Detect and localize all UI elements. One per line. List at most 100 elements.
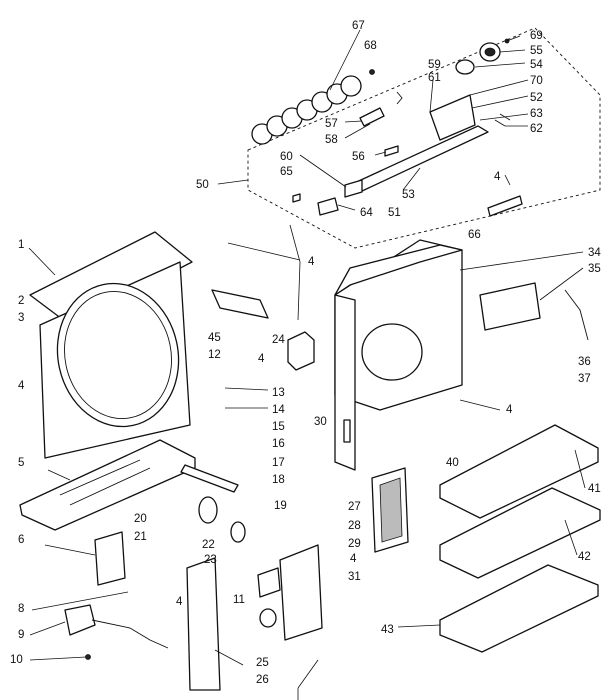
callout-42: 42 xyxy=(578,551,591,563)
housing-side xyxy=(334,294,356,471)
control-cover-25 xyxy=(186,557,221,691)
callout-51: 51 xyxy=(388,207,401,219)
callout-2: 2 xyxy=(18,295,24,307)
callout-60: 60 xyxy=(280,151,293,163)
callout-6: 6 xyxy=(18,534,24,546)
thermostat-knob-20 xyxy=(198,496,218,524)
switch-22 xyxy=(257,567,281,598)
callout-11: 11 xyxy=(233,594,245,606)
callout-64: 64 xyxy=(360,207,373,219)
callout-19: 19 xyxy=(274,500,287,512)
callout-45: 45 xyxy=(208,332,221,344)
callout-40: 40 xyxy=(446,457,459,469)
callout-37: 37 xyxy=(578,373,591,385)
right-parts xyxy=(439,424,601,653)
callout-4-top: 4 xyxy=(494,171,501,183)
clip-68 xyxy=(369,69,375,75)
panel-opening xyxy=(56,282,180,428)
callout-4-bottom: 4 xyxy=(176,596,183,608)
callout-23: 23 xyxy=(204,554,217,566)
callout-63: 63 xyxy=(530,108,543,120)
control-parts xyxy=(186,467,409,691)
callout-35: 35 xyxy=(588,263,601,275)
callout-58: 58 xyxy=(325,134,338,146)
callout-43: 43 xyxy=(381,624,394,636)
callout-4-left: 4 xyxy=(18,380,25,392)
callout-61: 61 xyxy=(428,72,441,84)
callout-1: 1 xyxy=(18,239,24,251)
bracket-57 xyxy=(359,107,385,127)
shaft-16 xyxy=(180,464,239,493)
callout-30: 30 xyxy=(314,416,327,428)
panel-35 xyxy=(479,282,541,331)
callout-53: 53 xyxy=(402,189,415,201)
motor-mount xyxy=(429,94,476,141)
callout-8: 8 xyxy=(18,603,24,615)
housing-opening xyxy=(361,323,423,381)
bracket-66 xyxy=(487,195,523,217)
callout-15: 15 xyxy=(272,421,285,433)
rod-36 xyxy=(564,289,589,341)
capacitor-24 xyxy=(287,331,315,371)
callout-labels: 67 68 69 55 54 59 61 70 52 57 63 62 58 6… xyxy=(10,20,601,686)
callout-57: 57 xyxy=(325,118,338,130)
callout-50: 50 xyxy=(196,179,209,191)
callout-65: 65 xyxy=(280,166,293,178)
mount-64 xyxy=(317,197,339,216)
callout-66: 66 xyxy=(468,229,481,241)
callout-16: 16 xyxy=(272,438,285,450)
callout-69: 69 xyxy=(530,30,543,42)
callout-27: 27 xyxy=(348,501,361,513)
callout-22: 22 xyxy=(202,539,215,551)
callout-17: 17 xyxy=(272,457,285,469)
callout-59: 59 xyxy=(428,59,441,71)
base-pan xyxy=(19,439,239,531)
callout-4-right: 4 xyxy=(506,404,513,416)
callout-28: 28 xyxy=(348,520,361,532)
rear-housing xyxy=(334,239,463,471)
fan-motor-assembly xyxy=(247,27,601,249)
callout-10: 10 xyxy=(10,654,23,666)
drip-pan-43 xyxy=(439,564,599,653)
callout-41: 41 xyxy=(588,483,601,495)
motor-bracket xyxy=(349,125,489,193)
callout-18: 18 xyxy=(272,474,285,486)
screw-65 xyxy=(292,193,301,203)
callout-54: 54 xyxy=(530,59,543,71)
callout-68: 68 xyxy=(364,40,377,52)
switch-bracket-28 xyxy=(279,544,323,641)
clamp-60 xyxy=(344,179,363,198)
knob-18 xyxy=(230,521,246,543)
callout-24: 24 xyxy=(272,334,285,346)
callout-5: 5 xyxy=(18,457,24,469)
blower-wheel xyxy=(251,75,362,145)
screw-56 xyxy=(384,145,399,157)
screw-10 xyxy=(85,654,91,660)
callout-20: 20 xyxy=(134,513,147,525)
tray-42 xyxy=(439,487,601,579)
callout-4-upper: 4 xyxy=(308,256,315,268)
hub-center xyxy=(484,47,496,57)
callout-26: 26 xyxy=(256,674,269,686)
housing-top xyxy=(334,244,463,296)
front-panel xyxy=(29,231,193,459)
callout-31: 31 xyxy=(348,571,361,583)
power-cord xyxy=(91,619,169,649)
cord-9 xyxy=(64,604,96,636)
callout-4-mid: 4 xyxy=(258,353,265,365)
callout-55: 55 xyxy=(530,45,543,57)
callout-13: 13 xyxy=(272,387,285,399)
top-cover xyxy=(29,231,193,326)
leader-lines xyxy=(28,29,586,700)
callout-34: 34 xyxy=(588,247,601,259)
callout-70: 70 xyxy=(530,75,543,87)
callout-56: 56 xyxy=(352,151,365,163)
callout-21: 21 xyxy=(134,531,147,543)
callout-52: 52 xyxy=(530,92,543,104)
callout-9: 9 xyxy=(18,629,24,641)
callout-25: 25 xyxy=(256,657,269,669)
base-pan-body xyxy=(19,439,196,531)
callout-12: 12 xyxy=(208,349,221,361)
spring-62 xyxy=(494,113,511,127)
callout-62: 62 xyxy=(530,123,543,135)
